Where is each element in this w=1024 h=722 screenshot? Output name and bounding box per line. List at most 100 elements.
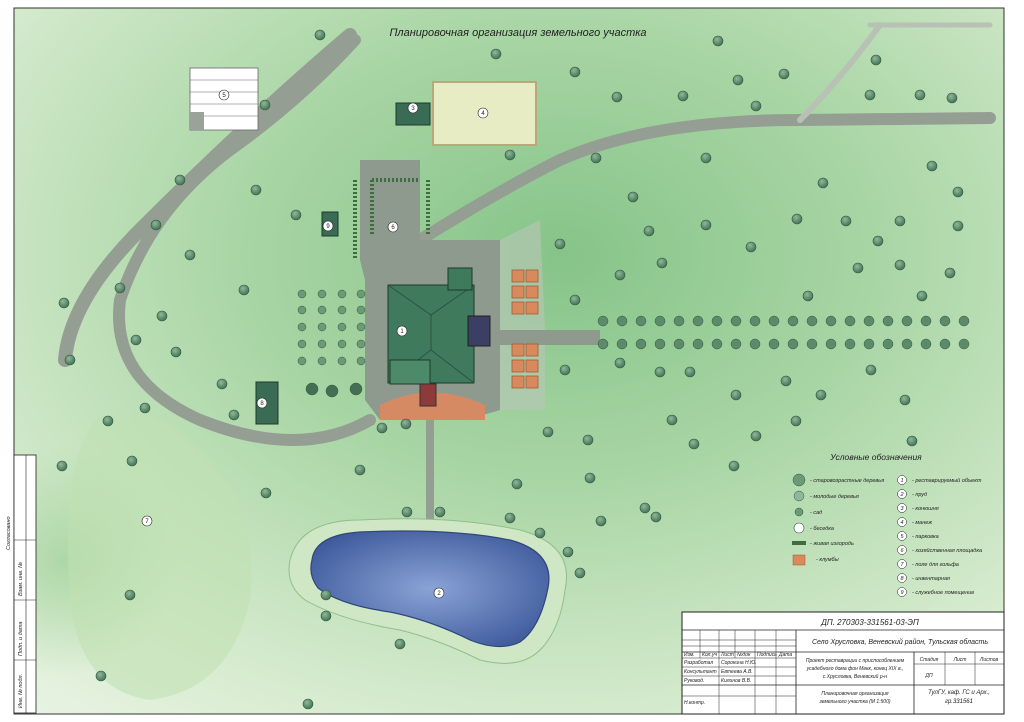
org-line: гр.331561 xyxy=(945,699,973,705)
svg-text:2: 2 xyxy=(899,492,903,498)
doc-code: ДП. 270303-331561-03-ЭП xyxy=(820,618,919,627)
svg-text:- хозяйственная площадка: - хозяйственная площадка xyxy=(912,547,982,554)
svg-text:1: 1 xyxy=(900,478,903,484)
legend-symbol-label: - старовозрастные деревья xyxy=(810,478,884,484)
old-tree-icon xyxy=(792,473,806,487)
legend-symbol-label: - клумбы xyxy=(816,557,839,563)
young-tree-icon xyxy=(793,490,805,502)
svg-text:- конюшня: - конюшня xyxy=(912,506,939,512)
project-desc-line: с.Хрусловка, Веневский р-н xyxy=(823,673,887,680)
legend: Условные обозначения - старовозрастные д… xyxy=(792,452,982,597)
legend-numbered-item: 5 - парковка xyxy=(897,531,939,541)
stamp-replace-inv: Взам. инв. № xyxy=(18,562,24,596)
stamp-agreed: Согласовано xyxy=(6,516,12,550)
location: Село Хрусловка, Веневский район, Тульска… xyxy=(812,638,988,646)
svg-text:7: 7 xyxy=(900,562,904,568)
legend-numbered-item: 1 - реставрируемый объект xyxy=(897,475,982,485)
role: Разработал xyxy=(684,660,713,666)
stamp-sign-date: Подп. и дата xyxy=(18,622,24,656)
map-marker-1: 1 xyxy=(396,325,408,337)
person-name: Евтеева А.В. xyxy=(721,669,753,675)
side-stamp: Согласовано Взам. инв. № Подп. и дата Ин… xyxy=(6,454,37,714)
legend-symbol-label: - сад xyxy=(810,510,822,516)
map-marker-8: 8 xyxy=(256,397,268,409)
drawing-name-line: земельного участка (М 1:500) xyxy=(818,699,890,705)
svg-text:5: 5 xyxy=(222,93,226,99)
svg-text:- манеж: - манеж xyxy=(912,520,932,526)
map-marker-6: 6 xyxy=(387,221,399,233)
legend-numbered-item: 8 - инвентарная xyxy=(897,573,950,583)
svg-text:2: 2 xyxy=(437,591,441,597)
svg-text:9: 9 xyxy=(326,224,330,230)
legend-heading: Условные обозначения xyxy=(829,452,922,462)
svg-text:6: 6 xyxy=(900,548,904,554)
svg-text:7: 7 xyxy=(145,519,149,525)
stage-header: Листов xyxy=(979,657,999,663)
orchard xyxy=(297,289,366,398)
svg-text:5: 5 xyxy=(900,534,904,540)
stage-value: ДП xyxy=(924,673,933,679)
map-marker-4: 4 xyxy=(477,107,489,119)
map-number-markers: 1 2 3 4 5 6 7 8 9 xyxy=(141,89,489,599)
project-desc-line: Проект реставрации с приспособлением xyxy=(806,658,905,664)
legend-numbered-item: 3 - конюшня xyxy=(897,503,939,513)
svg-text:3: 3 xyxy=(411,106,415,112)
svg-text:- реставрируемый объект: - реставрируемый объект xyxy=(912,477,982,484)
svg-text:3: 3 xyxy=(900,506,904,512)
legend-symbol-label: - молодые деревья xyxy=(810,494,859,500)
drawing-name-line: Планировочная организация xyxy=(821,691,889,697)
legend-symbol-label: - живая изгородь xyxy=(810,541,854,547)
svg-text:4: 4 xyxy=(481,111,485,117)
pond xyxy=(310,530,550,648)
svg-text:- поле для гольфа: - поле для гольфа xyxy=(912,562,959,568)
svg-text:4: 4 xyxy=(900,520,903,526)
legend-numbered-item: 2 - пруд xyxy=(897,489,927,499)
svg-text:1: 1 xyxy=(400,329,404,335)
map-marker-3: 3 xyxy=(407,102,419,114)
svg-text:- пруд: - пруд xyxy=(912,492,927,498)
map-marker-2: 2 xyxy=(433,587,445,599)
gazebo-icon xyxy=(793,522,805,534)
svg-text:8: 8 xyxy=(260,401,264,407)
org-line: ТулГУ, каф. ГС и Арх., xyxy=(928,690,990,696)
stage-header: Лист xyxy=(953,657,967,663)
role: Руковод. xyxy=(684,678,704,684)
tree-alleys xyxy=(597,315,970,350)
col-header: №док xyxy=(737,652,751,658)
map-marker-9: 9 xyxy=(322,220,334,232)
flowerbed-icon xyxy=(792,554,806,566)
legend-numbered-item: 4 - манеж xyxy=(897,517,932,527)
person-name: Сорокина Н.Ю. xyxy=(721,660,757,666)
trees xyxy=(56,29,964,710)
flower-beds xyxy=(511,269,539,389)
map-marker-7: 7 xyxy=(141,515,153,527)
legend-numbered-item: 6 - хозяйственная площадка xyxy=(897,545,982,555)
person-name: Килинов В.В. xyxy=(721,678,751,684)
svg-text:6: 6 xyxy=(391,225,395,231)
legend-numbered-item: 7 - поле для гольфа xyxy=(897,559,959,569)
stamp-inv-no: Инв. № подл. xyxy=(18,674,24,708)
map-marker-5: 5 xyxy=(218,89,230,101)
main-house xyxy=(387,267,491,407)
col-header: Дата xyxy=(778,652,792,658)
title-block: ДП. 270303-331561-03-ЭП Село Хрусловка, … xyxy=(681,611,1005,715)
role: Н.контр. xyxy=(684,700,705,706)
golf-field xyxy=(67,413,252,700)
svg-text:- парковка: - парковка xyxy=(912,534,939,540)
hedge-icon xyxy=(792,541,806,545)
svg-text:9: 9 xyxy=(900,590,903,596)
col-header: Изм. xyxy=(684,652,695,658)
svg-text:8: 8 xyxy=(900,576,904,582)
legend-numbered-item: 9 - служебное помещение xyxy=(897,587,974,597)
svg-text:- инвентарная: - инвентарная xyxy=(912,576,950,582)
orchard-icon xyxy=(794,507,804,517)
col-header: Лист xyxy=(720,652,734,658)
project-desc-line: усадебного дома фон Мекк, конец XIX в., xyxy=(806,666,904,672)
page-title: Планировочная организация земельного уча… xyxy=(389,27,646,39)
col-header: Подпись xyxy=(757,652,777,658)
role: Консультант xyxy=(684,669,717,675)
hedges xyxy=(353,178,430,260)
svg-text:- служебное помещение: - служебное помещение xyxy=(912,590,974,596)
stage-header: Стадия xyxy=(920,657,939,663)
